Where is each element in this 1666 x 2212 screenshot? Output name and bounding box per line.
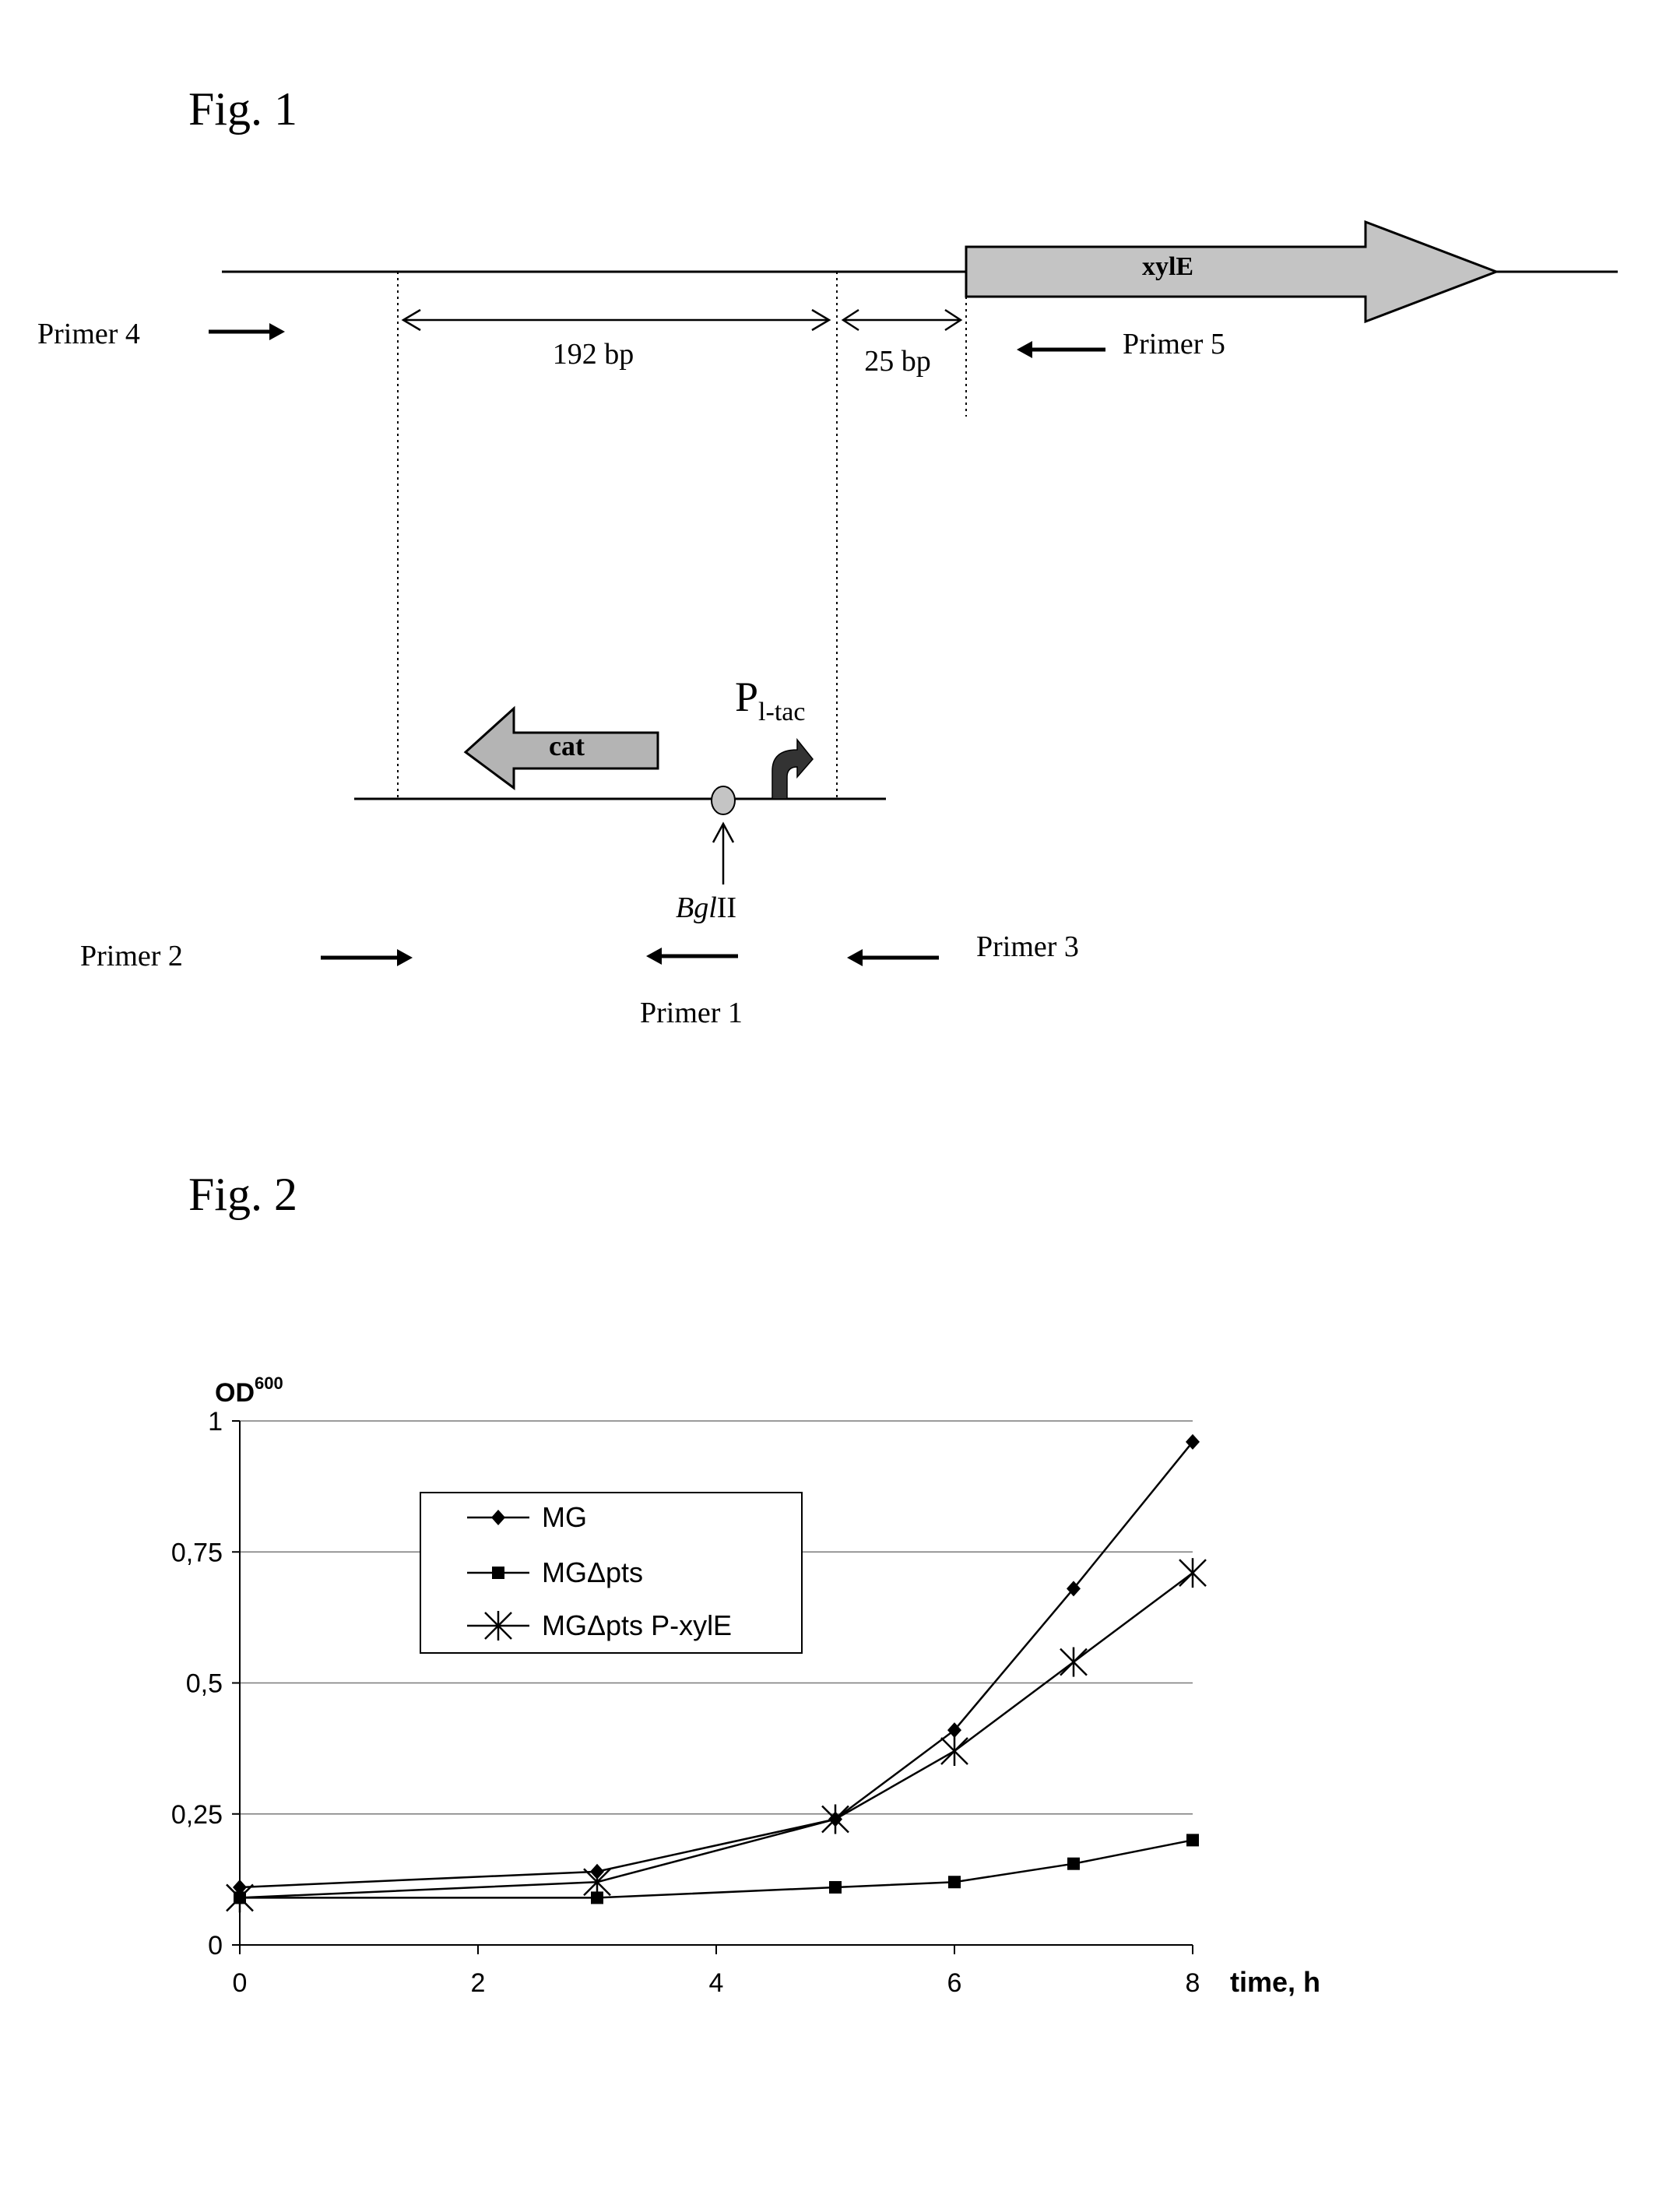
primer-2-arrow [321, 949, 413, 966]
distance-192bp-arrow [403, 310, 829, 330]
primer-4-label: Primer 4 [37, 318, 140, 350]
data-point-asterisk [941, 1736, 968, 1766]
x-axis-label: time, h [1230, 1966, 1320, 1998]
series-line-square [240, 1840, 1193, 1897]
primer-4-arrow [209, 323, 285, 340]
data-point-asterisk [822, 1804, 849, 1834]
y-axis-label: OD600 [215, 1373, 283, 1408]
legend-label: MG [542, 1501, 587, 1533]
data-point-square [829, 1881, 842, 1894]
x-tick-label: 4 [709, 1968, 724, 1998]
y-tick-label: 0,5 [186, 1669, 223, 1699]
primer-2-label: Primer 2 [80, 940, 183, 972]
distance-192bp-label: 192 bp [553, 338, 634, 371]
bglii-pointer-arrow [713, 824, 733, 884]
bglii-site-marker [712, 786, 735, 814]
y-tick-label: 0,75 [171, 1538, 223, 1567]
fig1-title: Fig. 1 [188, 83, 297, 135]
primer-5-label: Primer 5 [1123, 328, 1225, 360]
x-tick-labels: 0 2 4 6 8 [233, 1968, 1200, 1998]
data-point-square [948, 1876, 961, 1888]
legend-label: MGΔpts [542, 1556, 643, 1588]
x-tick-label: 8 [1186, 1968, 1200, 1998]
primer-5-arrow [1017, 341, 1105, 358]
xyle-gene-arrow [966, 222, 1496, 322]
distance-25bp-arrow [843, 310, 961, 330]
x-tick-label: 0 [233, 1968, 248, 1998]
distance-25bp-label: 25 bp [864, 345, 931, 378]
y-tick-label: 1 [208, 1407, 223, 1437]
xyle-gene-label: xylE [1142, 252, 1193, 281]
y-tick-labels: 0 0,25 0,5 0,75 1 [171, 1407, 223, 1961]
data-point-square [1186, 1834, 1199, 1846]
bglii-site-label: BglII [676, 891, 736, 924]
primer-3-label: Primer 3 [976, 930, 1079, 963]
cat-gene-label: cat [549, 730, 585, 761]
y-tick-label: 0,25 [171, 1800, 223, 1830]
x-tick-label: 2 [471, 1968, 486, 1998]
figure-2: Fig. 2 OD600 0 0,25 0,5 0,75 1 0 2 4 6 8 time, h… [171, 1169, 1320, 1998]
legend-label: MGΔpts P-xylE [542, 1609, 732, 1641]
primer-3-arrow [847, 949, 939, 966]
figure-1: Fig. 1 xylE 192 bp [37, 83, 1618, 1029]
data-point-asterisk [1179, 1558, 1206, 1588]
data-point-square [1067, 1858, 1080, 1870]
promoter-arrow-icon [772, 740, 813, 799]
primer-1-arrow [646, 948, 738, 965]
y-tick-label: 0 [208, 1931, 223, 1961]
legend-marker-square [492, 1567, 504, 1579]
chart-legend: MG MGΔptsMGΔpts P-xylE [420, 1493, 802, 1653]
x-tick-label: 6 [947, 1968, 962, 1998]
fig2-title: Fig. 2 [188, 1169, 297, 1220]
data-point-asterisk [1060, 1648, 1087, 1677]
primer-1-label: Primer 1 [640, 997, 743, 1029]
promoter-label: Pl-tac [735, 673, 805, 726]
